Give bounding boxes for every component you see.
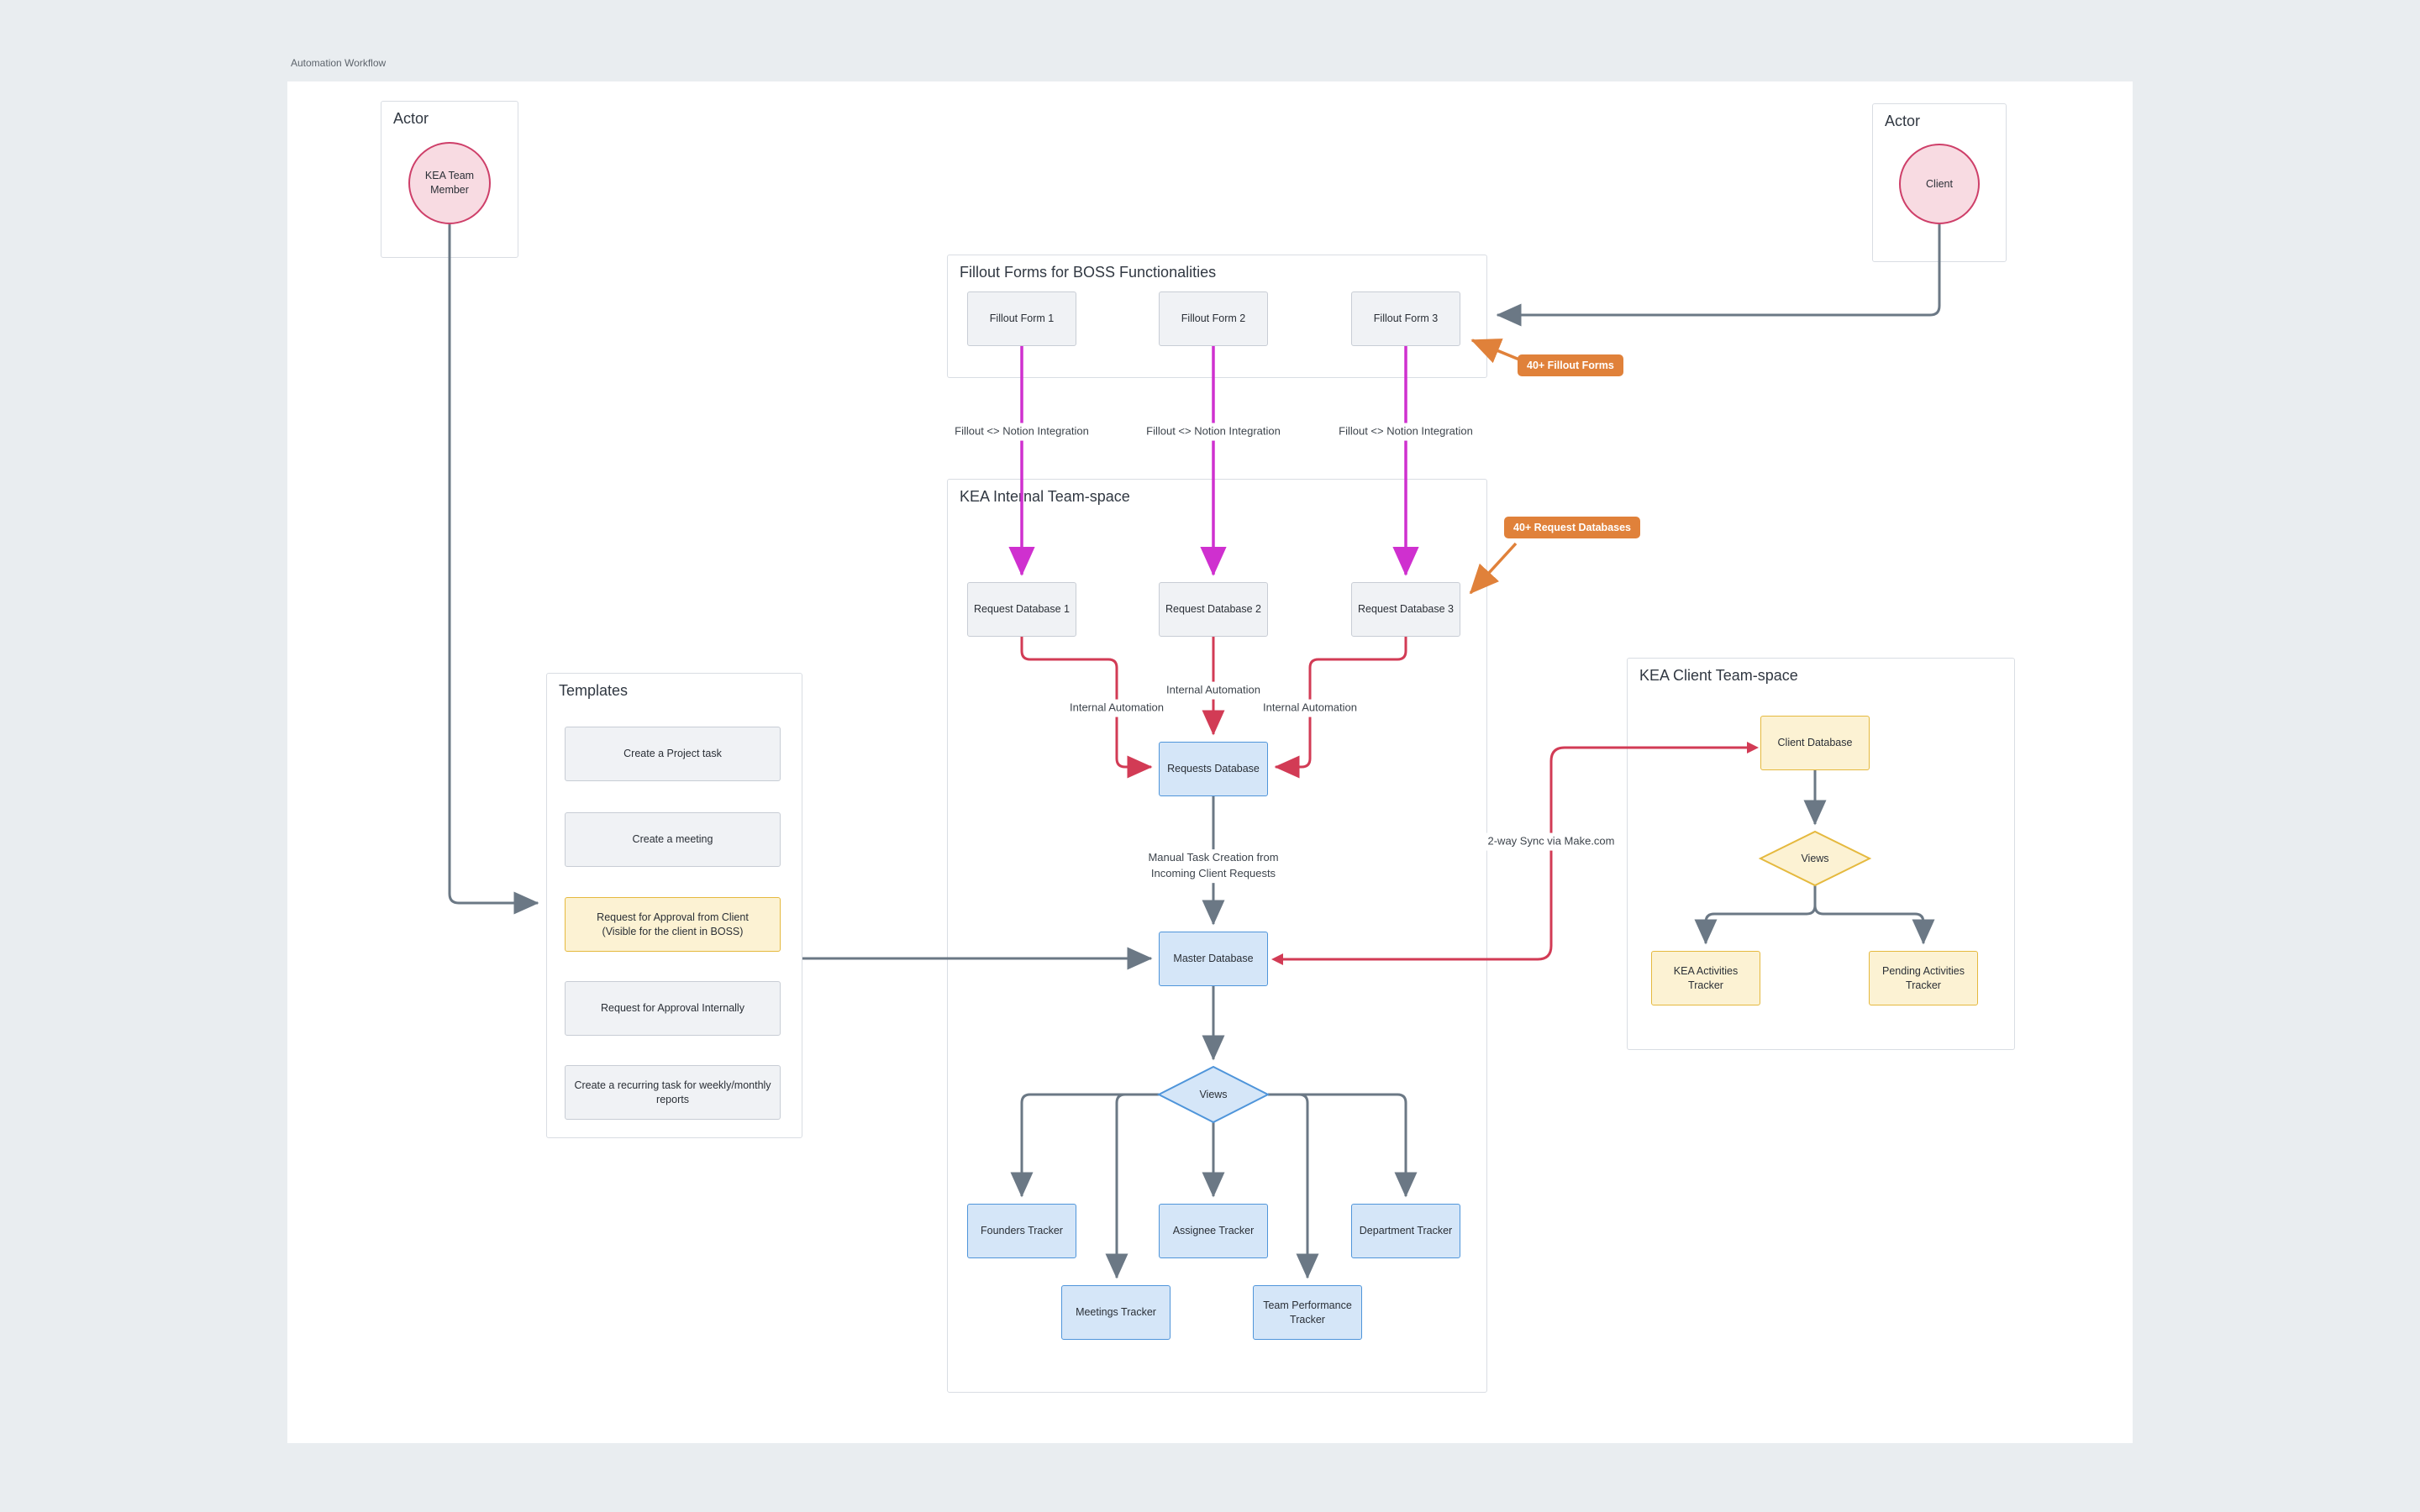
section-actor-left-title: Actor: [393, 110, 429, 127]
template-request-approval-client[interactable]: Request for Approval from Client (Visibl…: [565, 897, 781, 952]
node-views-label[interactable]: Views: [1199, 1089, 1228, 1100]
node-kea-activities-tracker[interactable]: KEA Activities Tracker: [1651, 951, 1760, 1005]
label-two-way-sync: 2-way Sync via Make.com: [1481, 832, 1621, 851]
label-fillout-notion-3: Fillout <> Notion Integration: [1333, 423, 1479, 441]
node-request-database-1[interactable]: Request Database 1: [967, 582, 1076, 637]
badge-fillout-forms[interactable]: 40+ Fillout Forms: [1518, 354, 1623, 376]
section-fillout-title: Fillout Forms for BOSS Functionalities: [960, 264, 1217, 281]
section-actor-right-title: Actor: [1885, 113, 1921, 129]
node-fillout-form-3[interactable]: Fillout Form 3: [1351, 291, 1460, 346]
file-title: Automation Workflow: [291, 57, 387, 69]
section-client-title: KEA Client Team-space: [1639, 667, 1798, 684]
node-founders-tracker[interactable]: Founders Tracker: [967, 1204, 1076, 1258]
node-client-database[interactable]: Client Database: [1760, 716, 1870, 770]
label-fillout-notion-1: Fillout <> Notion Integration: [949, 423, 1095, 441]
node-client[interactable]: Client: [1899, 144, 1980, 224]
node-fillout-form-2[interactable]: Fillout Form 2: [1159, 291, 1268, 346]
template-request-approval-internally[interactable]: Request for Approval Internally: [565, 981, 781, 1036]
template-recurring-task-reports[interactable]: Create a recurring task for weekly/month…: [565, 1065, 781, 1120]
label-internal-automation-3: Internal Automation: [1256, 699, 1364, 717]
node-master-database[interactable]: Master Database: [1159, 932, 1268, 986]
node-pending-activities-tracker[interactable]: Pending Activities Tracker: [1869, 951, 1978, 1005]
node-assignee-tracker[interactable]: Assignee Tracker: [1159, 1204, 1268, 1258]
node-client-views-label[interactable]: Views: [1801, 853, 1829, 864]
node-requests-database[interactable]: Requests Database: [1159, 742, 1268, 796]
node-request-database-2[interactable]: Request Database 2: [1159, 582, 1268, 637]
node-kea-team-member[interactable]: KEA Team Member: [408, 142, 491, 224]
badge-request-databases[interactable]: 40+ Request Databases: [1504, 517, 1641, 538]
node-meetings-tracker[interactable]: Meetings Tracker: [1061, 1285, 1171, 1340]
template-create-project-task[interactable]: Create a Project task: [565, 727, 781, 781]
node-team-performance-tracker[interactable]: Team Performance Tracker: [1253, 1285, 1362, 1340]
label-fillout-notion-2: Fillout <> Notion Integration: [1140, 423, 1286, 441]
section-internal-title: KEA Internal Team-space: [960, 488, 1130, 505]
label-internal-automation-2: Internal Automation: [1160, 681, 1267, 700]
template-create-meeting[interactable]: Create a meeting: [565, 812, 781, 867]
section-templates-title: Templates: [559, 682, 629, 699]
label-manual-task-creation: Manual Task Creation from Incoming Clien…: [1142, 849, 1285, 883]
node-fillout-form-1[interactable]: Fillout Form 1: [967, 291, 1076, 346]
node-department-tracker[interactable]: Department Tracker: [1351, 1204, 1460, 1258]
label-internal-automation-1: Internal Automation: [1063, 699, 1171, 717]
node-request-database-3[interactable]: Request Database 3: [1351, 582, 1460, 637]
